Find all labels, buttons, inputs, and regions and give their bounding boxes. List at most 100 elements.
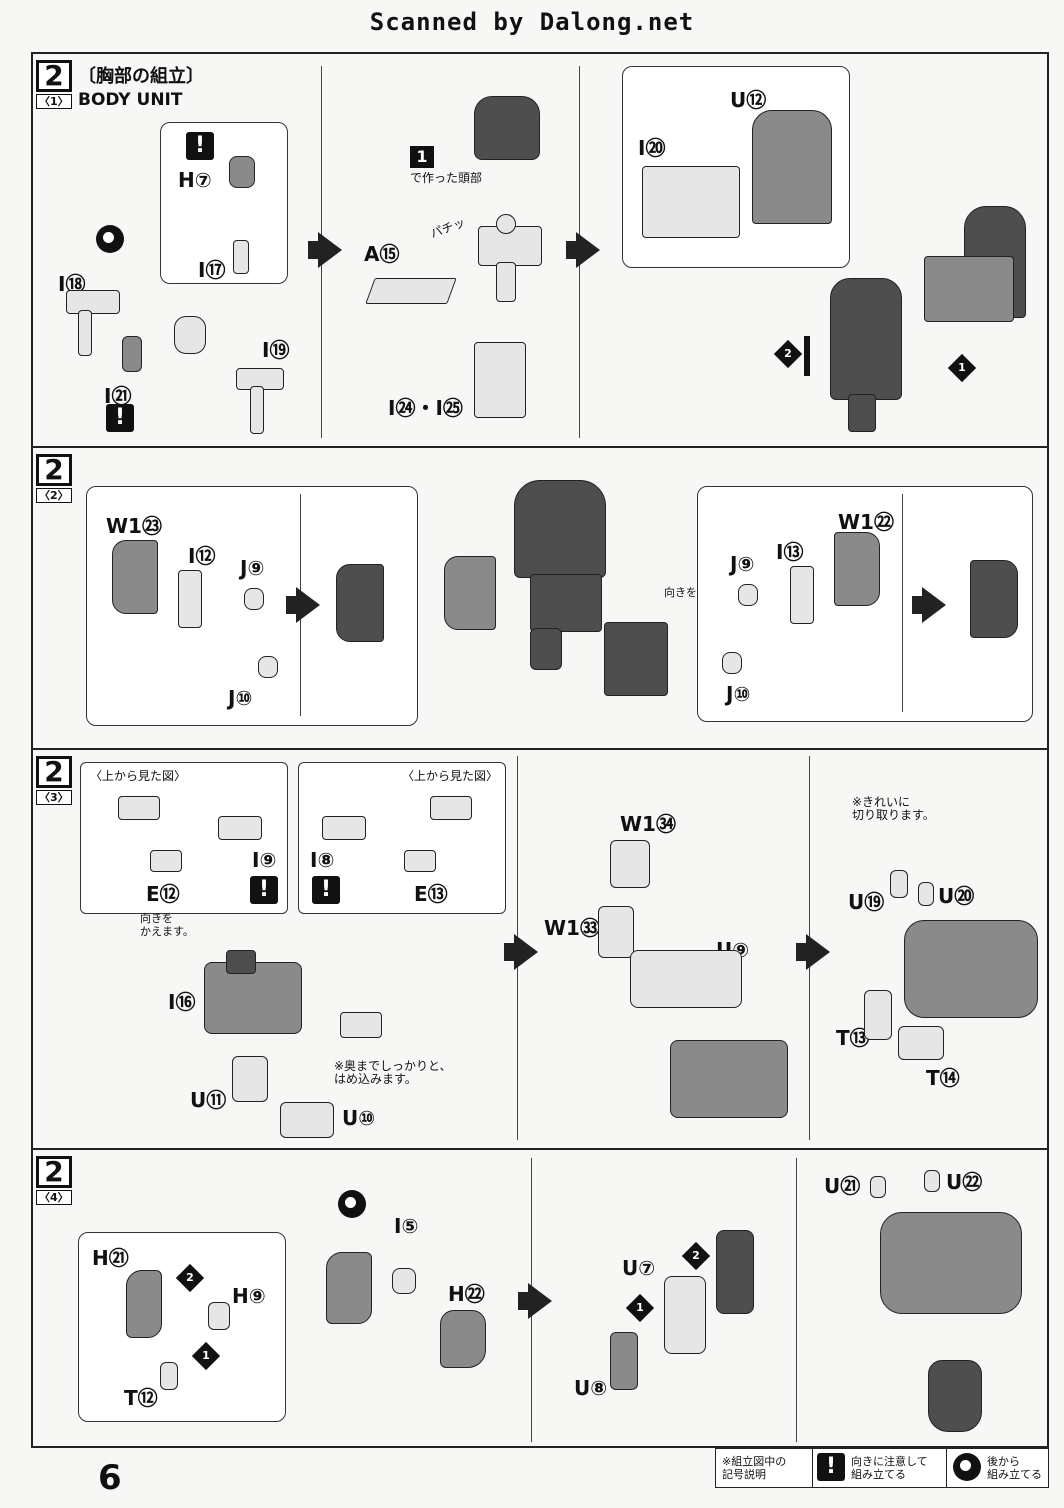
part-label-h7: H⑦ [178,168,212,192]
part-j10 [258,656,278,678]
head-body-assembly [514,480,606,578]
order-mark-number: 2 [784,347,792,360]
part-w1-23 [112,540,158,614]
legend-box: ※組立図中の 記号説明 ! 向きに注意して 組み立てる 後から 組み立てる [715,1448,1049,1488]
part-label-i9: I⑨ [252,848,277,872]
part-u21 [870,1176,886,1198]
step-title-jp: 〔胸部の組立〕 [78,66,204,87]
order-mark-number: 2 [186,1271,194,1284]
next-arrow-head [318,232,342,268]
divider-step-2-3 [31,1148,1049,1150]
next-arrow-head [528,1283,552,1319]
part-i18 [66,290,120,314]
part-label-j10-right: J⑩ [726,682,751,706]
neck-ball [496,214,516,234]
side-part-left [444,556,496,630]
part-label-w1-34: W1㉞ [620,812,676,836]
next-arrow-head [922,587,946,623]
torso-final [880,1212,1022,1314]
part-label-i16: I⑯ [168,990,196,1014]
part-label-h9: H⑨ [232,1284,266,1308]
side-armor-assembled [326,1252,372,1324]
back-part [716,1230,754,1314]
part-label-a15: A⑮ [364,242,400,266]
side-assembled-right [970,560,1018,638]
head-body-assembly [830,278,902,400]
part-label-e13: E⑬ [414,882,448,906]
head-body-lower [848,394,876,432]
order-mark-number: 1 [958,361,966,374]
part-label-i24-i25: I㉔・I㉕ [388,396,463,420]
body-core-lower [530,628,562,670]
torso-assembled [904,920,1038,1018]
part-u22 [924,1170,940,1192]
part-h21 [126,1270,162,1338]
legend-title: ※組立図中の 記号説明 [722,1455,787,1481]
part-u20 [918,882,934,906]
part-label-u10: U⑩ [342,1106,376,1130]
body-frame-assembled [924,256,1014,322]
next-arrow [286,596,298,614]
part-label-e12: E⑫ [146,882,180,906]
part-h22 [440,1310,486,1368]
top-view-part [430,796,472,820]
part-j10-right [722,652,742,674]
part-label-i13: I⑬ [776,540,804,564]
next-arrow-head [296,587,320,623]
part-label-u11: U⑪ [190,1088,227,1112]
part-i17 [233,240,249,274]
divider-step-2-2 [31,748,1049,750]
part-label-u7: U⑦ [622,1256,656,1280]
part-label-h21: H㉑ [92,1246,129,1270]
detail-bubble [160,122,288,284]
part-u9 [630,950,742,1008]
next-arrow [518,1292,530,1310]
part-i8 [322,816,366,840]
part-u10 [280,1102,334,1138]
body-frame-shaft [496,262,516,302]
step-ref-text: で作った頭部 [410,171,483,185]
substep-label-1: 〈1〉 [36,94,72,109]
legend-rear-text: 後から 組み立てる [987,1455,1042,1481]
caution-icon: ! [312,876,340,904]
part-u19 [890,870,908,898]
part-t13 [864,990,892,1040]
rear-cover [604,622,668,696]
part-label-u19: U⑲ [848,890,885,914]
instruction-frame [31,52,1049,1448]
caution-icon: ! [817,1453,845,1481]
next-arrow [796,943,808,961]
part-label-u21: U㉑ [824,1174,861,1198]
part-e13 [404,850,436,872]
body-assembled [670,1040,788,1118]
part-label-w1-33: W1㉝ [544,916,600,940]
part-label-u20: U⑳ [938,884,975,908]
page-number: 6 [98,1458,122,1498]
top-view-part [118,796,160,820]
top-view-label-right: 〈上から見た図〉 [402,769,499,783]
step-number: 2 [36,756,72,788]
part-i20 [642,166,740,238]
head-unit [474,96,540,160]
orient-note: 向きを かえます。 [140,912,194,938]
step-number: 2 [36,1156,72,1188]
order-mark-number: 1 [202,1349,210,1362]
part-i19-peg [250,386,264,434]
part-e12 [150,850,182,872]
rear-assembly-icon [953,1453,981,1481]
caution-icon: ! [186,132,214,160]
part-label-u12: U⑫ [730,88,767,112]
part-label-t12: T⑫ [124,1386,158,1410]
part-u11 [232,1056,268,1102]
part-w1-34 [610,840,650,888]
part-label-u22: U㉒ [946,1170,983,1194]
substep-label-3: 〈3〉 [36,790,72,805]
part-w1-22 [834,532,880,606]
part-i18-peg [78,310,92,356]
part-w1-33 [598,906,634,958]
part-label-j9: J⑨ [240,556,265,580]
part-label-i17: I⑰ [198,258,226,282]
part-a15 [365,278,457,304]
cut-note: ※きれいに 切り取ります。 [852,795,935,822]
panel-divider [902,494,903,712]
